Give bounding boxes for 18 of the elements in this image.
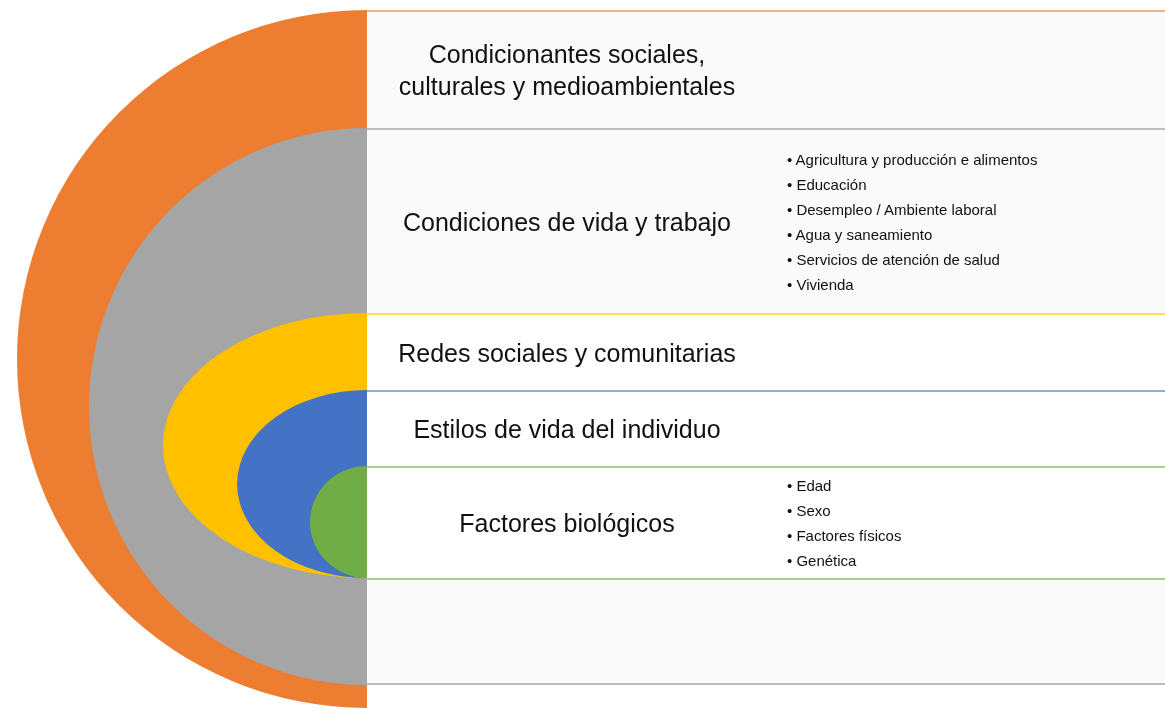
bullet-item: • Desempleo / Ambiente laboral bbox=[787, 199, 998, 220]
bullet-item: • Genética bbox=[787, 551, 858, 571]
bullet-item: • Servicios de atención de salud bbox=[787, 249, 1001, 270]
bullet-item: • Edad bbox=[787, 476, 833, 496]
layer-title: Condiciones de vida y trabajo bbox=[402, 206, 732, 238]
bullet-item: • Sexo bbox=[787, 501, 832, 521]
layer-title: Redes sociales y comunitarias bbox=[397, 337, 737, 369]
layer-band bbox=[367, 10, 1165, 128]
layer-title: Factores biológicos bbox=[458, 508, 676, 539]
bullet-item: • Factores físicos bbox=[787, 526, 902, 546]
bullet-item: • Agricultura y producción e alimentos bbox=[787, 149, 1038, 170]
bullet-item: • Vivienda bbox=[787, 274, 855, 295]
layer-title: Condicionantes sociales, culturales y medioambientales bbox=[397, 39, 737, 102]
layer-band bbox=[367, 128, 1165, 313]
empty-band bbox=[367, 578, 1165, 685]
bullet-item: • Educación bbox=[787, 174, 868, 195]
layer-title: Estilos de vida del individuo bbox=[412, 414, 722, 445]
bullet-item: • Agua y saneamiento bbox=[787, 224, 934, 245]
